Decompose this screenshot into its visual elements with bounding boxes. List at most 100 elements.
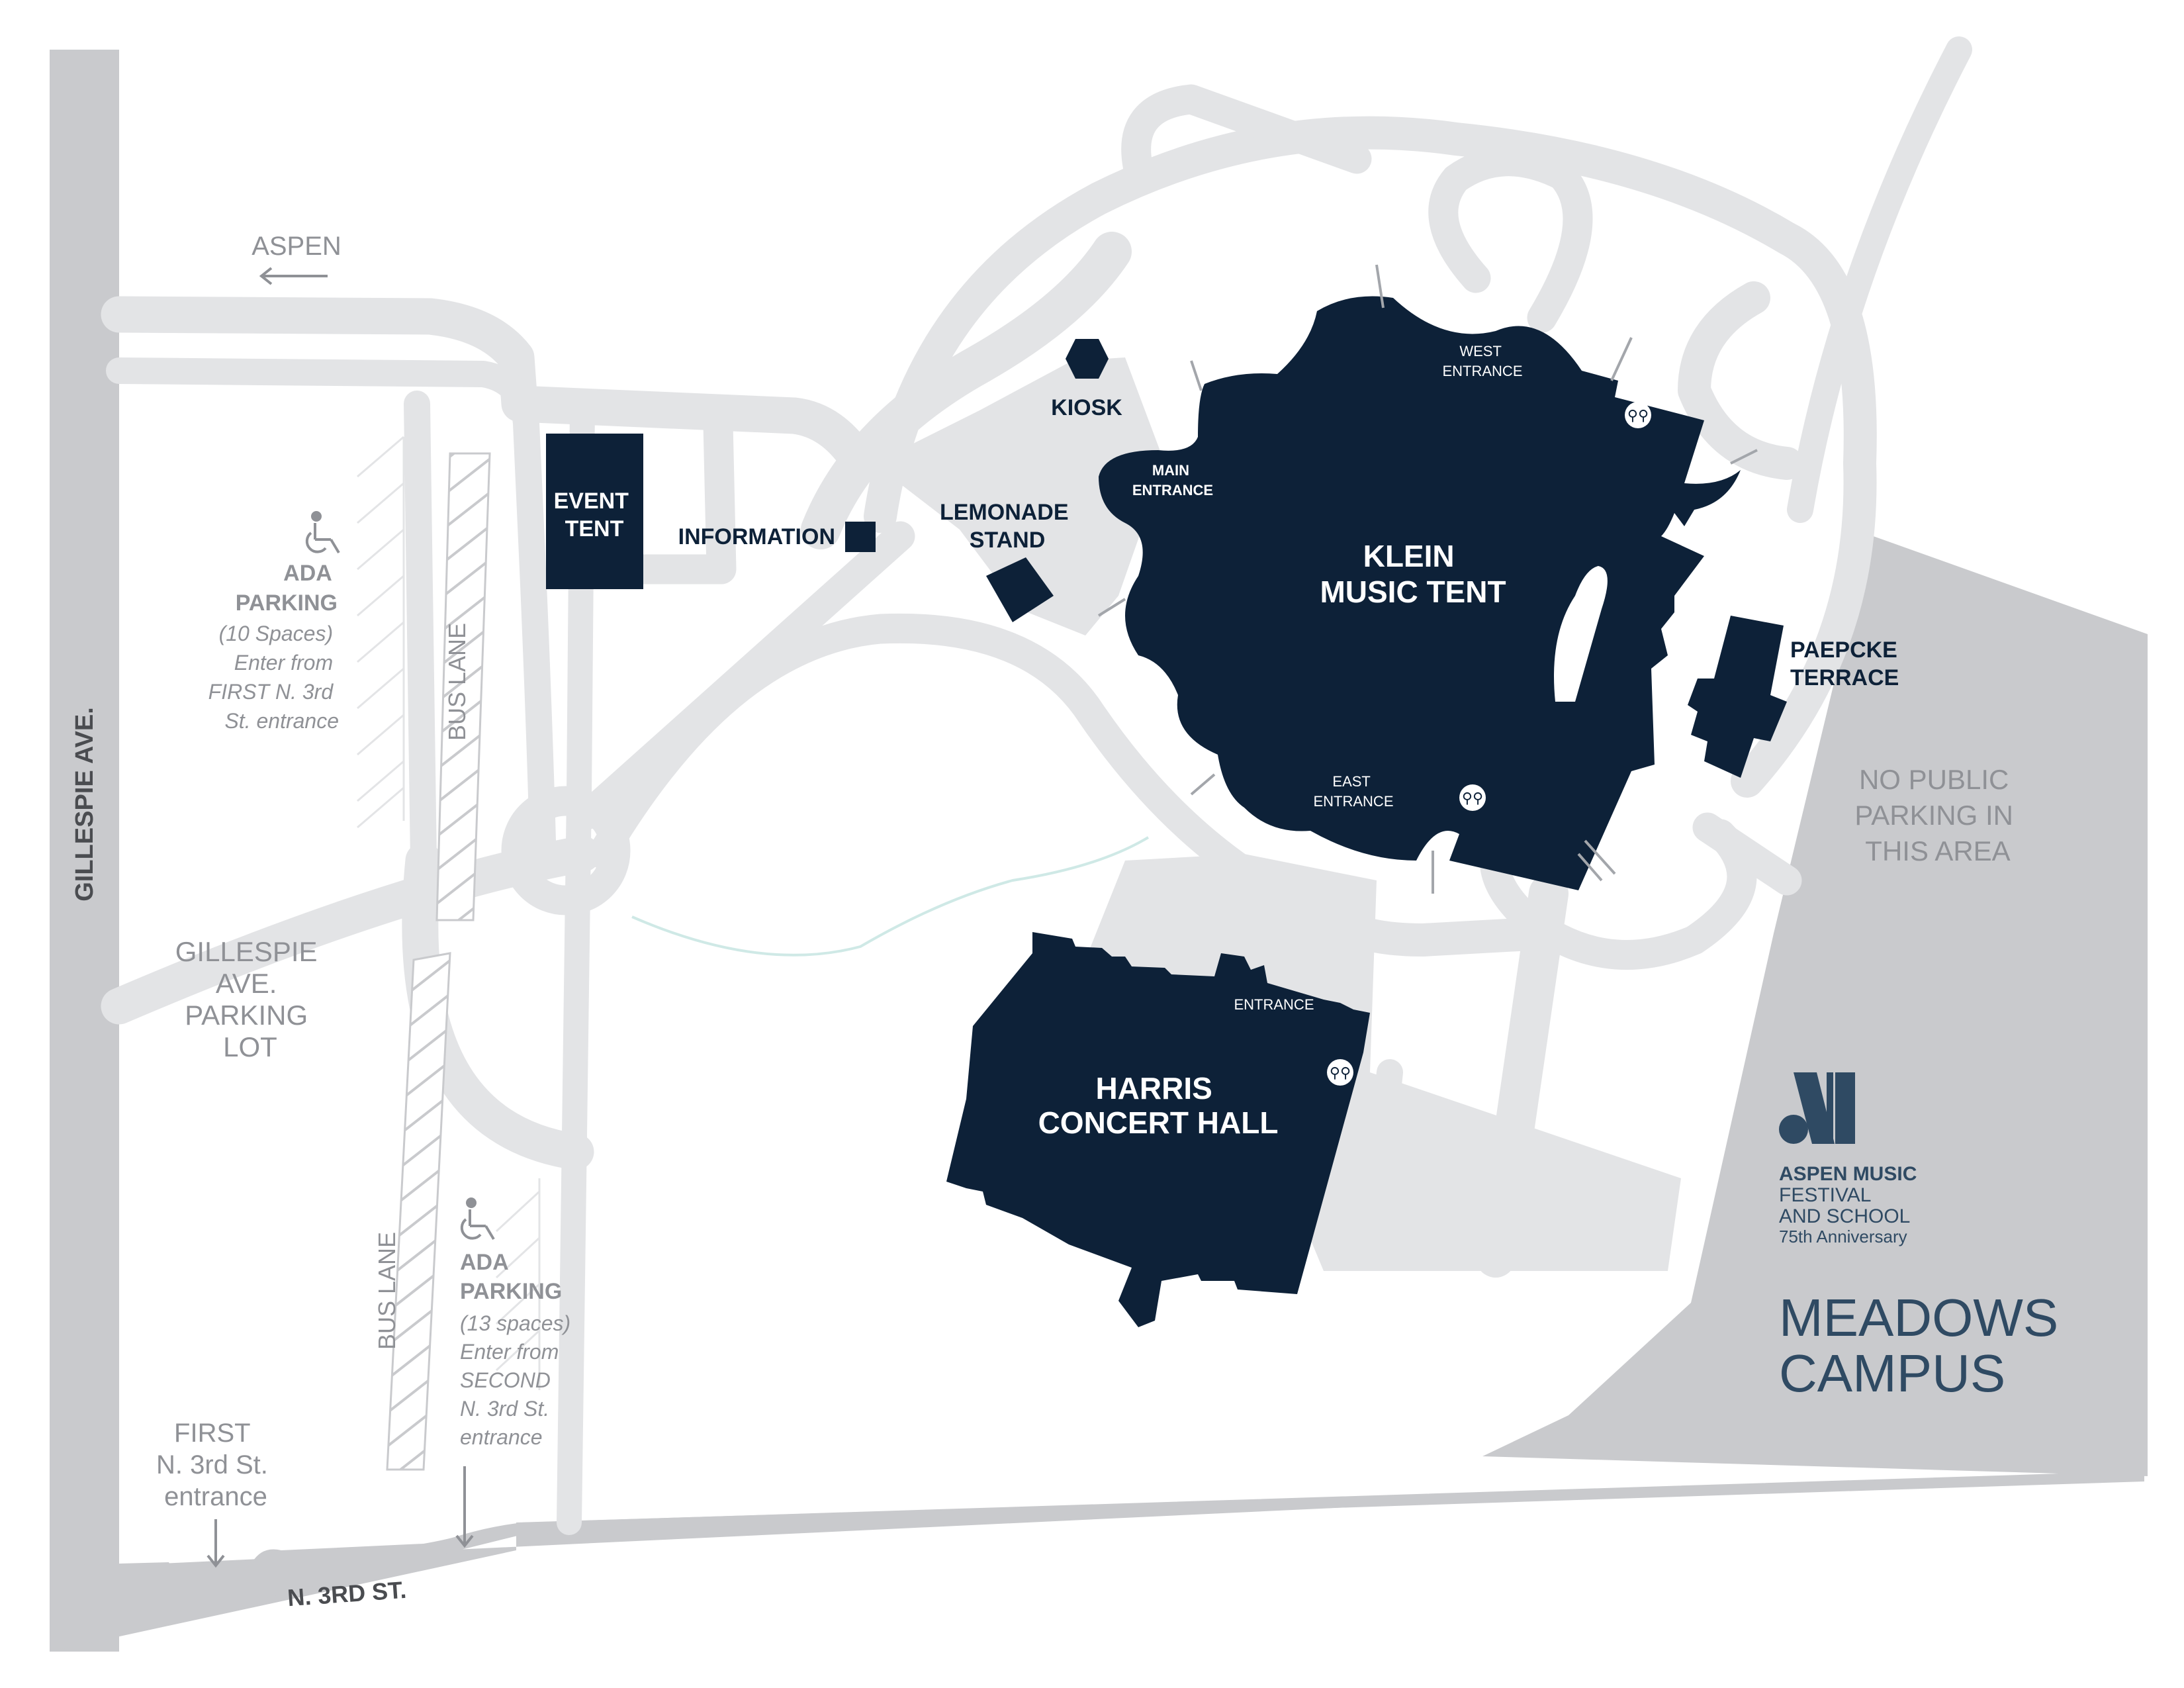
- information-booth[interactable]: [845, 522, 876, 552]
- lemonade-stand[interactable]: [986, 557, 1054, 622]
- lemonade-stand-label: STAND: [970, 528, 1046, 553]
- event-tent-label: TENT: [565, 516, 624, 541]
- svg-text:PAEPCKE TERRACE: PAEPCKE TERRACE: [1790, 637, 1903, 690]
- org-name: AND SCHOOL: [1779, 1205, 1910, 1227]
- ada-upper-note: St. entrance: [224, 709, 339, 733]
- gillespie-ave-label: GILLESPIE AVE.: [71, 707, 99, 902]
- ada-lower-note: entrance: [460, 1425, 543, 1449]
- wheelchair-icon: [460, 1197, 495, 1241]
- klein-plaza: [874, 357, 1165, 635]
- ada-parking-stalls-upper: [357, 436, 405, 829]
- svg-text:WEST ENTRANCE: WEST ENTRANCE: [1442, 343, 1522, 379]
- ada-lower-title: PARKING: [460, 1279, 562, 1304]
- svg-text:⚲⚲: ⚲⚲: [1462, 790, 1483, 807]
- harris-concert-hall[interactable]: [946, 932, 1370, 1327]
- restroom-icon: ⚲⚲: [1327, 1059, 1353, 1086]
- svg-text:(13 spaces) Enter from: (13 spaces) Enter from SECOND N. 3rd St.…: [460, 1311, 576, 1449]
- first-entrance-label: entrance: [164, 1482, 267, 1511]
- gillespie-lot-label: AVE.: [216, 968, 277, 999]
- arrow-left-icon: [259, 267, 328, 285]
- svg-text:KLEIN MUSIC TENT: KLEIN MUSIC TENT: [1320, 539, 1506, 609]
- ada-upper-title: PARKING: [236, 590, 338, 616]
- event-tent[interactable]: [546, 434, 643, 589]
- svg-text:GILLESPIE AVE. PARKING: GILLESPIE AVE. PARKING LOT: [175, 936, 325, 1062]
- east-entrance-label: EAST: [1332, 773, 1370, 790]
- bus-lane-label-upper: BUS LANE: [443, 623, 471, 741]
- org-name: FESTIVAL: [1779, 1184, 1871, 1206]
- svg-text:HARRIS CONCERT HALL: HARRIS CONCERT HALL: [1038, 1071, 1279, 1140]
- ada-upper-title: ADA: [283, 561, 332, 586]
- svg-text:FIRST N. 3rd St. entra: FIRST N. 3rd St. entrance: [156, 1419, 275, 1511]
- svg-text:LEMONADE STAND: LEMONADE STAND: [940, 500, 1075, 553]
- n-3rd-st-road-curb: [50, 1471, 2144, 1652]
- gillespie-lot-label: PARKING: [185, 1000, 308, 1031]
- svg-text:MAIN ENTRANCE: MAIN ENTRANCE: [1132, 462, 1213, 498]
- restroom-icon: ⚲⚲: [1459, 784, 1486, 811]
- harris-label: CONCERT HALL: [1038, 1105, 1279, 1140]
- harris-entrance-label: ENTRANCE: [1234, 996, 1314, 1013]
- tent-guy-lines: [1097, 264, 1758, 894]
- svg-text:⚲⚲: ⚲⚲: [1330, 1065, 1351, 1082]
- ada-lower-note: SECOND: [460, 1368, 551, 1392]
- wheelchair-icon: [305, 511, 340, 554]
- bus-lane-upper: [435, 452, 491, 921]
- org-name: ASPEN MUSIC: [1779, 1163, 1917, 1185]
- ada-upper-note: Enter from: [234, 651, 333, 675]
- svg-text:MEADOWS CAMPUS: MEADOWS CAMPUS: [1779, 1288, 2073, 1403]
- gillespie-lot-label: LOT: [223, 1031, 277, 1062]
- ada-upper-note: FIRST N. 3rd: [208, 680, 334, 704]
- buildings: [546, 264, 1787, 1327]
- event-tent-label: EVENT: [554, 489, 629, 514]
- stream: [631, 836, 1150, 957]
- svg-text:ADA PARKING: ADA PARKING: [460, 1250, 562, 1304]
- svg-text:EAST ENTRANCE: EAST ENTRANCE: [1313, 773, 1393, 810]
- campus-title: MEADOWS: [1779, 1288, 2058, 1347]
- kiosk[interactable]: [1066, 339, 1109, 379]
- main-entrance-label: ENTRANCE: [1132, 482, 1213, 498]
- paths: [101, 36, 1972, 1535]
- svg-text:EVENT TENT: EVENT TENT: [554, 489, 635, 541]
- restroom-icon: ⚲⚲: [1625, 402, 1651, 428]
- arrow-down-icon: [455, 1466, 474, 1548]
- svg-text:⚲⚲: ⚲⚲: [1627, 408, 1649, 424]
- ada-lower-note: N. 3rd St.: [460, 1397, 549, 1421]
- lemonade-stand-label: LEMONADE: [940, 500, 1069, 525]
- no-public-parking-label: NO PUBLIC: [1859, 764, 2009, 795]
- east-entrance-label: ENTRANCE: [1313, 793, 1393, 810]
- ada-lower-note: Enter from: [460, 1340, 559, 1364]
- no-public-parking-label: THIS AREA: [1865, 835, 2010, 867]
- ada-lower-note: (13 spaces): [460, 1311, 570, 1335]
- campus-title: CAMPUS: [1779, 1344, 2005, 1403]
- kiosk-label: KIOSK: [1051, 395, 1122, 420]
- west-entrance-label: ENTRANCE: [1442, 363, 1522, 379]
- no-public-parking-area: [1482, 535, 2148, 1476]
- arrow-down-icon: [206, 1519, 225, 1568]
- paepcke-terrace[interactable]: [1688, 616, 1787, 778]
- org-anniversary: 75th Anniversary: [1779, 1227, 1907, 1246]
- ada-parking-stalls-lower: [495, 1178, 541, 1390]
- harris-label: HARRIS: [1095, 1071, 1212, 1105]
- bus-lane-label-lower: BUS LANE: [373, 1232, 400, 1350]
- main-entrance-label: MAIN: [1152, 462, 1189, 479]
- paepcke-label: PAEPCKE: [1790, 637, 1897, 663]
- aspen-label: ASPEN: [251, 232, 341, 261]
- bus-lane-lower: [386, 952, 451, 1471]
- klein-stage: [1554, 566, 1608, 702]
- information-label: INFORMATION: [678, 524, 835, 549]
- aspen-music-logo: [1779, 1072, 1855, 1144]
- paepcke-label: TERRACE: [1790, 665, 1899, 690]
- svg-text:NO PUBLIC PARKING IN T: NO PUBLIC PARKING IN THIS AREA: [1854, 764, 2021, 867]
- ada-lower-title: ADA: [460, 1250, 508, 1275]
- ada-upper-note: (10 Spaces): [219, 622, 334, 645]
- klein-music-tent[interactable]: [1099, 296, 1741, 891]
- svg-text:ASPEN MUSIC FESTIVAL A: ASPEN MUSIC FESTIVAL AND SCHOOL 75th Ann…: [1779, 1163, 1923, 1246]
- gillespie-lot-label: GILLESPIE: [175, 936, 318, 967]
- no-public-parking-label: PARKING IN: [1854, 800, 2013, 831]
- svg-text:ADA PARKING: ADA PARKING: [236, 561, 338, 616]
- first-entrance-label: N. 3rd St.: [156, 1450, 268, 1479]
- west-entrance-label: WEST: [1459, 343, 1501, 359]
- svg-text:(10 Spaces) Enter from: (10 Spaces) Enter from FIRST N. 3rd St. …: [208, 622, 339, 733]
- first-entrance-label: FIRST: [174, 1419, 250, 1448]
- klein-label: MUSIC TENT: [1320, 575, 1506, 609]
